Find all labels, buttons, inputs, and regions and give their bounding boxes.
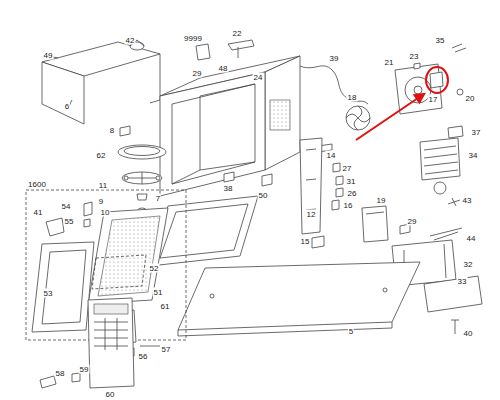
callout-number: 39 [329, 54, 340, 63]
callout-number: 10 [100, 208, 111, 217]
callout-number: 27 [342, 164, 353, 173]
callout-number: 40 [463, 329, 474, 338]
control-panel [40, 298, 160, 388]
base-plate [178, 262, 420, 336]
highlight-arrow [356, 67, 448, 140]
callout-number: 12 [306, 210, 317, 219]
callout-number: 22 [232, 29, 243, 38]
callout-number: 54 [61, 202, 72, 211]
callout-number: 58 [55, 369, 66, 378]
callout-number: 9 [98, 197, 104, 206]
callout-number: 29 [192, 69, 203, 78]
callout-number: 62 [96, 151, 107, 160]
callout-number: 55 [64, 217, 75, 226]
callout-number: 37 [471, 128, 482, 137]
callout-number: 61 [160, 302, 171, 311]
door [150, 196, 258, 266]
callout-number: 51 [153, 288, 164, 297]
callout-number: 56 [138, 352, 149, 361]
callout-number: 6 [64, 102, 70, 111]
callout-number: 53 [43, 289, 54, 298]
callout-number: 34 [468, 151, 479, 160]
callout-number: 7 [155, 194, 161, 203]
callout-number: 9999 [183, 34, 203, 43]
callout-number: 21 [384, 58, 395, 67]
callout-number: 15 [300, 237, 311, 246]
callout-number: 42 [125, 36, 136, 45]
callout-number: 14 [326, 151, 337, 160]
callout-number: 19 [376, 196, 387, 205]
callout-number: 43 [462, 196, 473, 205]
callout-number: 35 [435, 36, 446, 45]
callout-number: 16 [343, 201, 354, 210]
callout-number: 44 [466, 234, 477, 243]
callout-number: 57 [161, 345, 172, 354]
callout-number: 5 [348, 327, 354, 336]
callout-number: 60 [105, 389, 116, 398]
callout-number: 32 [463, 260, 474, 269]
callout-number: 8 [109, 126, 115, 135]
fan-and-magnetron [346, 44, 466, 194]
callout-number: 41 [33, 208, 44, 217]
outer-wrapper [42, 42, 160, 124]
callout-number: 24 [253, 73, 264, 82]
callout-number: 50 [258, 191, 269, 200]
callout-number: 17 [428, 95, 439, 104]
callout-number: 59 [79, 365, 90, 374]
callout-number: 48 [218, 64, 229, 73]
callout-number: 20 [465, 94, 476, 103]
callout-number: 49 [43, 51, 54, 60]
callout-number: 31 [346, 177, 357, 186]
callout-number: 29 [407, 217, 418, 226]
callout-number: 52 [149, 264, 160, 273]
callout-number: 1600 [27, 180, 47, 189]
callout-number: 26 [347, 189, 358, 198]
callout-number: 11 [98, 181, 108, 190]
oven-cavity [160, 56, 300, 196]
callout-number: 38 [223, 184, 234, 193]
wire-harness [300, 66, 368, 104]
callout-number: 33 [457, 277, 468, 286]
callout-number: 18 [347, 93, 358, 102]
callout-number: 23 [409, 52, 420, 61]
